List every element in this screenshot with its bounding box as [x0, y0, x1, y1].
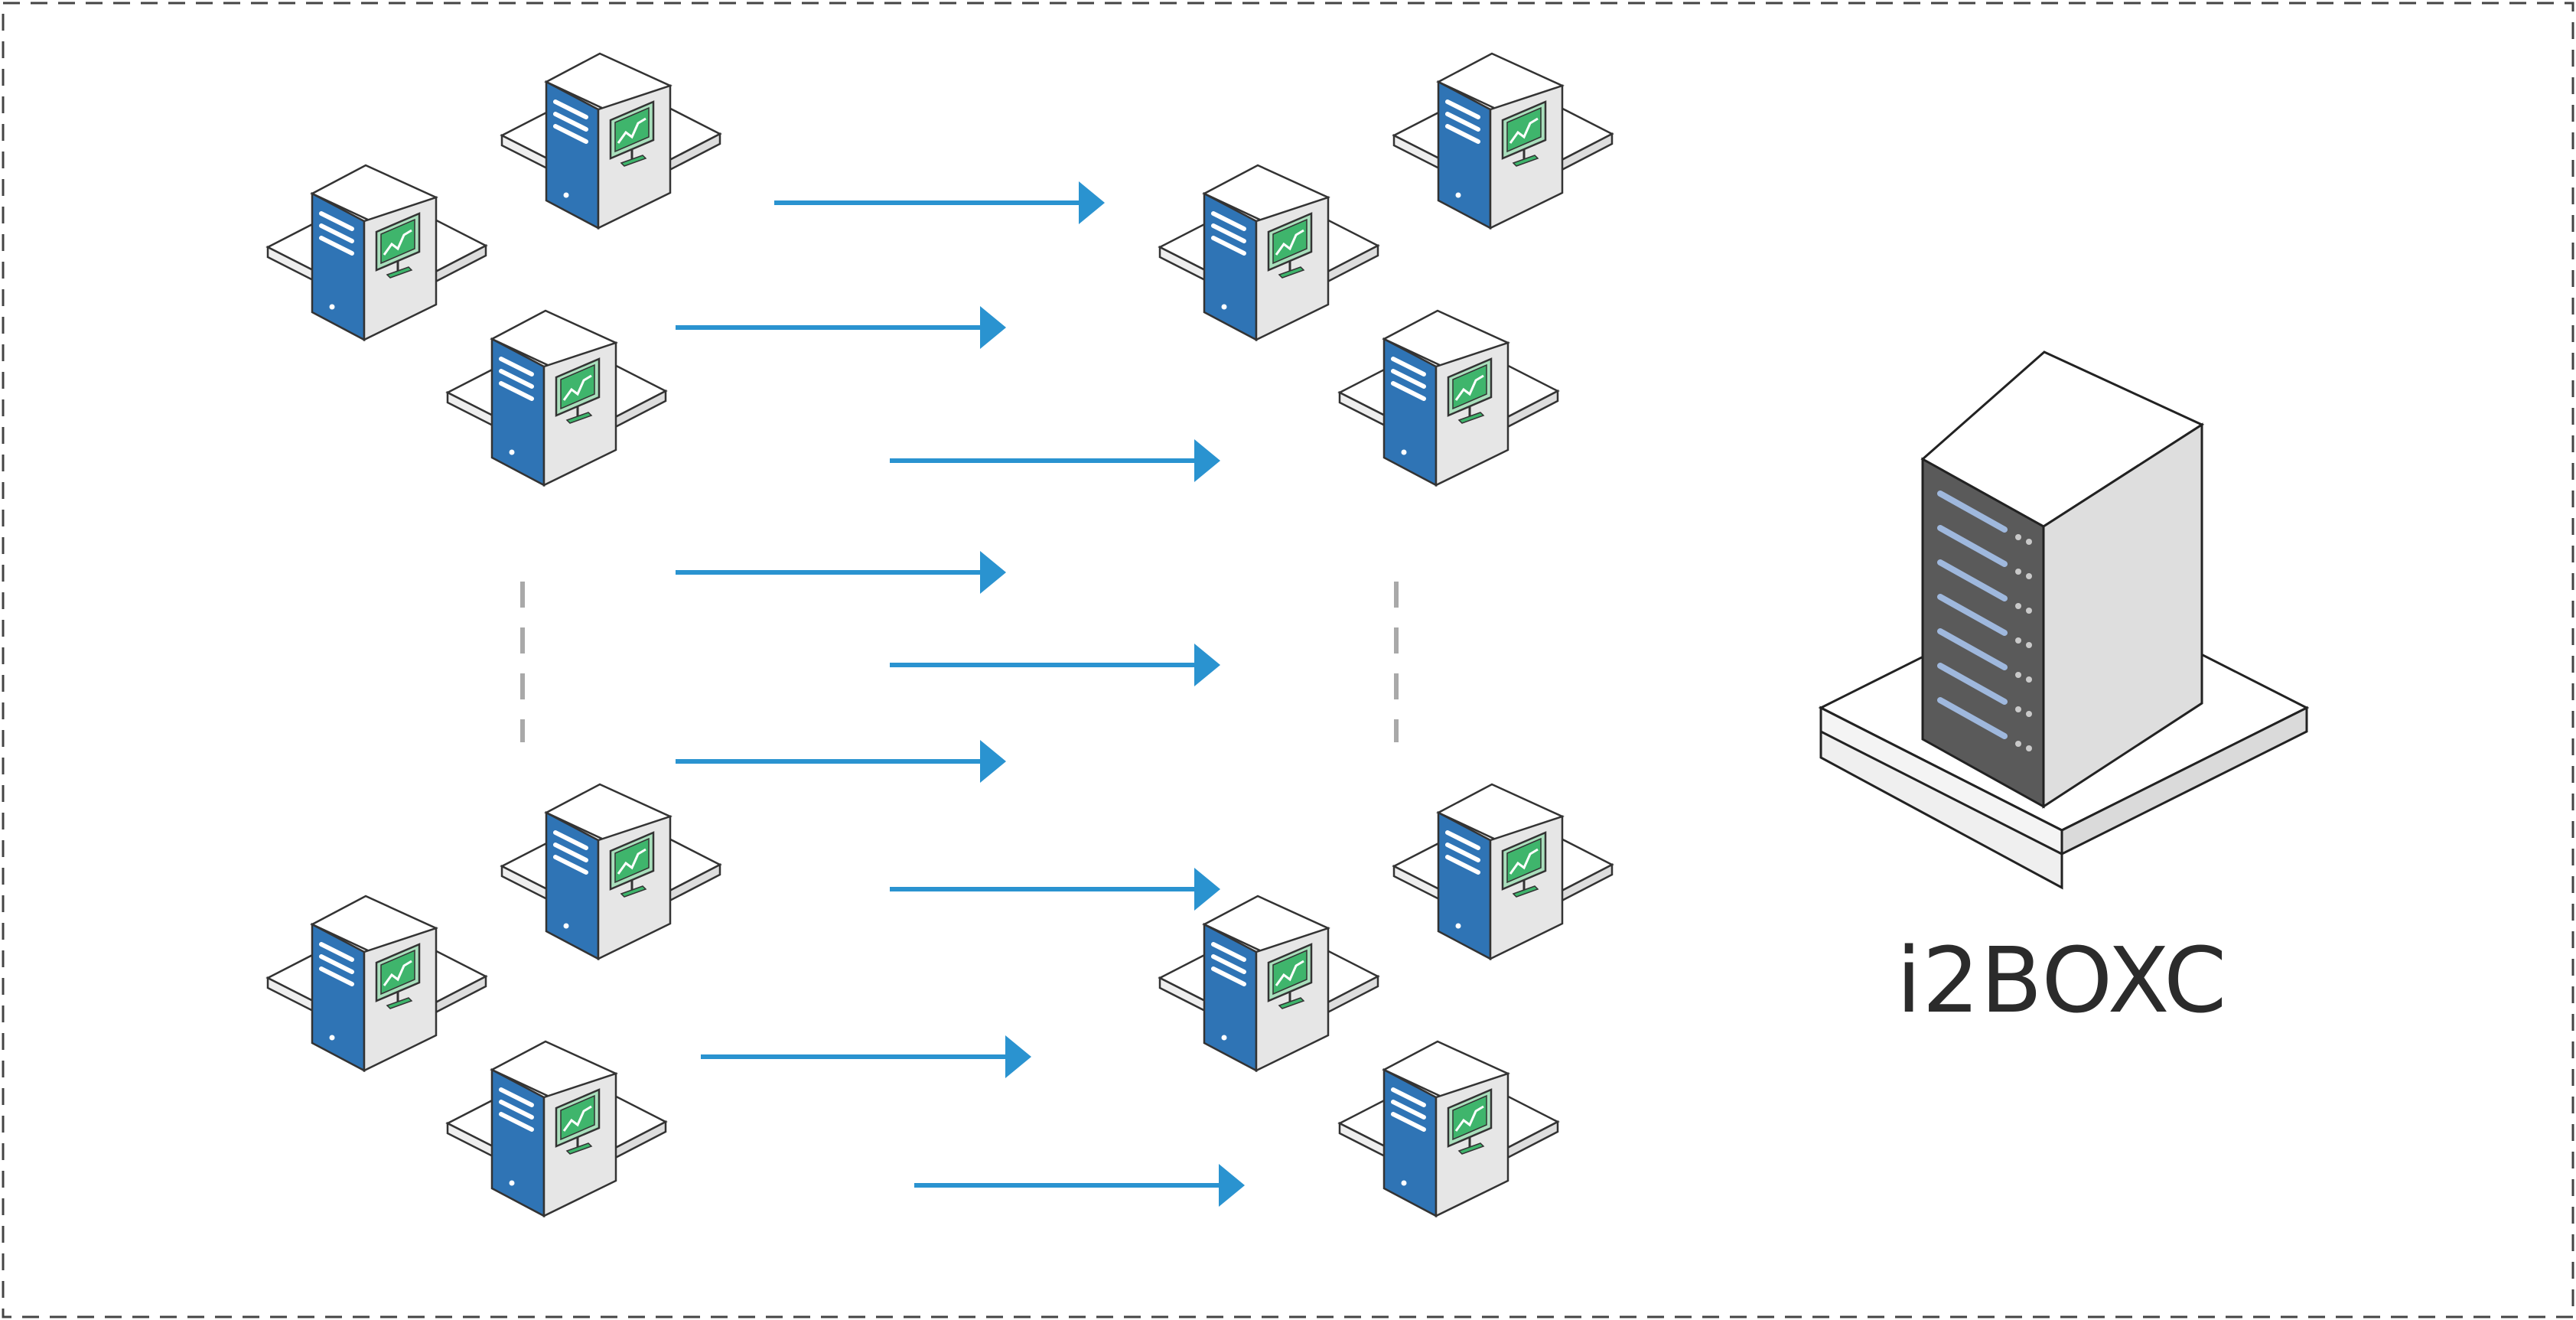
rack-server-icon: [1818, 350, 2310, 890]
migration-arrows: [676, 181, 1245, 1207]
workstation-server-icon: [502, 54, 720, 228]
arrow-right-icon: [774, 181, 1105, 224]
workstation-server-icon: [268, 896, 486, 1071]
central-server-label: i2BOXC: [1897, 927, 2228, 1033]
arrow-right-icon: [676, 551, 1006, 594]
target-cluster-bottom: [1160, 784, 1612, 1216]
workstation-server-icon: [1340, 311, 1558, 485]
workstation-server-icon: [1394, 784, 1612, 959]
workstation-server-icon: [448, 1041, 666, 1216]
workstation-server-icon: [268, 165, 486, 340]
workstation-server-icon: [1160, 165, 1378, 340]
source-cluster-top: [268, 54, 720, 485]
workstation-server-icon: [1160, 896, 1378, 1071]
workstation-server-icon: [1340, 1041, 1558, 1216]
arrow-right-icon: [676, 740, 1006, 783]
arrow-right-icon: [914, 1164, 1245, 1207]
arrow-right-icon: [890, 868, 1220, 911]
source-cluster-bottom: [268, 784, 720, 1216]
target-cluster-top: [1160, 54, 1612, 485]
arrow-right-icon: [701, 1035, 1031, 1078]
workstation-server-icon: [1394, 54, 1612, 228]
workstation-server-icon: [502, 784, 720, 959]
workstation-server-icon: [448, 311, 666, 485]
arrow-right-icon: [676, 306, 1006, 349]
arrow-right-icon: [890, 644, 1220, 686]
arrow-right-icon: [890, 439, 1220, 482]
